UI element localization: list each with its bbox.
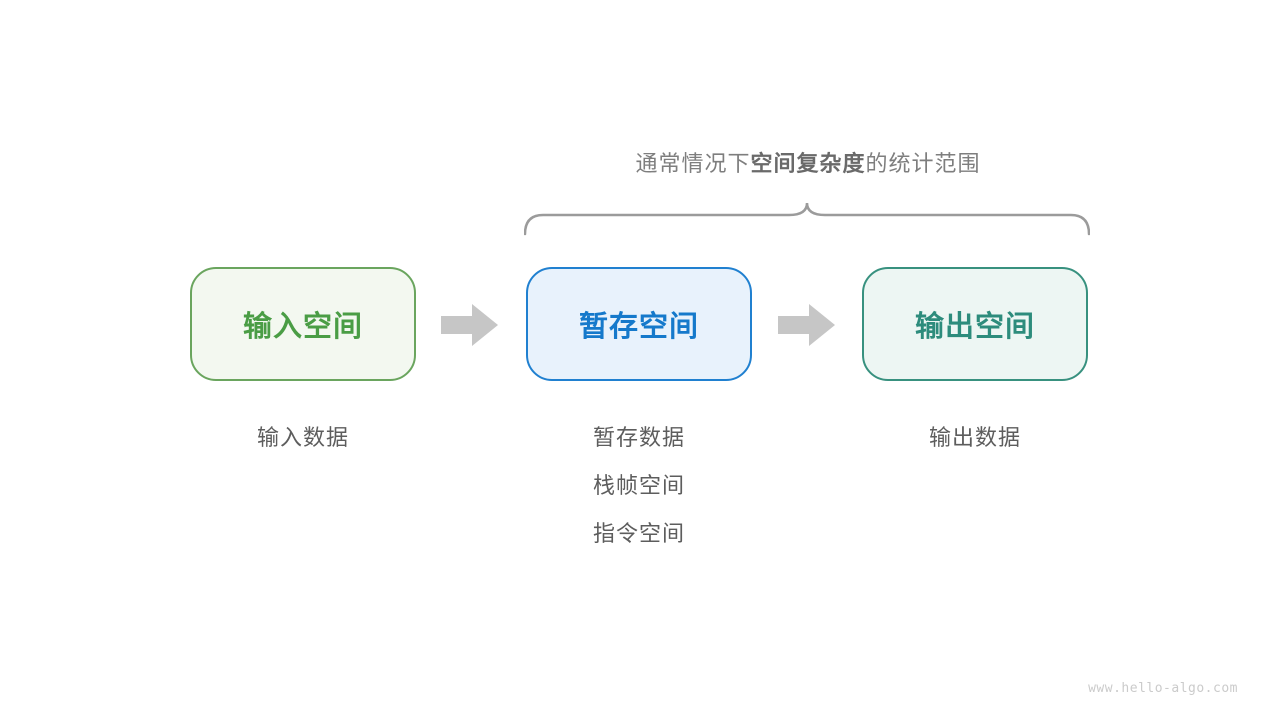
note-item: 暂存数据 bbox=[592, 425, 685, 450]
notes-input: 输入数据 bbox=[190, 414, 416, 462]
arrow-right-icon bbox=[778, 304, 835, 346]
brace-icon bbox=[524, 202, 1090, 236]
box-input-space-label: 输入空间 bbox=[242, 311, 363, 343]
box-temp-space-label: 暂存空间 bbox=[578, 311, 699, 343]
box-output-space: 输出空间 bbox=[862, 267, 1088, 381]
note-item: 栈帧空间 bbox=[592, 473, 685, 498]
arrow-right-icon bbox=[441, 304, 498, 346]
notes-output: 输出数据 bbox=[862, 414, 1088, 462]
box-input-space: 输入空间 bbox=[190, 267, 416, 381]
notes-temp: 暂存数据 栈帧空间 指令空间 bbox=[526, 414, 752, 558]
site-watermark: www.hello-algo.com bbox=[1088, 681, 1238, 696]
title-prefix: 通常情况下 bbox=[635, 151, 751, 176]
note-item: 指令空间 bbox=[592, 521, 685, 546]
title-bold: 空间复杂度 bbox=[750, 151, 866, 176]
note-item: 输入数据 bbox=[256, 425, 349, 450]
title-suffix: 的统计范围 bbox=[865, 151, 981, 176]
box-temp-space: 暂存空间 bbox=[526, 267, 752, 381]
diagram-title: 通常情况下空间复杂度的统计范围 bbox=[525, 146, 1091, 178]
note-item: 输出数据 bbox=[928, 425, 1021, 450]
box-output-space-label: 输出空间 bbox=[914, 311, 1035, 343]
